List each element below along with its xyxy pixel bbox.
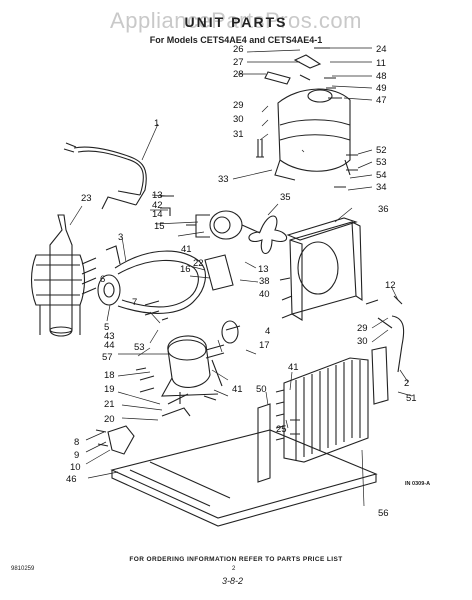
callout-41: 41 <box>181 244 192 255</box>
callout-labels: 1 2 3 4 5 6 7 8 9 10 11 12 13 13 14 15 1… <box>66 44 417 519</box>
callout-33: 33 <box>218 174 229 185</box>
callout-17: 17 <box>259 340 270 351</box>
callout-40: 40 <box>259 289 270 300</box>
callout-56: 56 <box>378 508 389 519</box>
condenser-shroud-drawing <box>286 217 363 321</box>
callout-51: 51 <box>406 393 417 404</box>
page-number: 2 <box>232 566 236 572</box>
callout-46: 46 <box>66 474 77 485</box>
callout-30: 30 <box>233 114 244 125</box>
callout-57: 57 <box>102 352 113 363</box>
callout-27: 27 <box>233 57 244 68</box>
leader-lines <box>69 47 413 507</box>
blower-motor-drawing <box>161 320 239 404</box>
base-pan-drawing <box>110 429 378 527</box>
callout-19: 19 <box>104 384 115 395</box>
callout-21: 21 <box>104 399 115 410</box>
callout-8: 8 <box>74 437 79 448</box>
diagram-title: UNIT PARTS <box>184 14 288 30</box>
callout-30b: 30 <box>357 336 368 347</box>
callout-11: 11 <box>376 58 386 69</box>
callout-12: 12 <box>385 280 396 291</box>
watermark: AppliancePartsPros.com <box>110 8 362 33</box>
callout-48: 48 <box>376 71 387 82</box>
callout-18: 18 <box>104 370 115 381</box>
pulley-belt-drawing <box>97 245 206 314</box>
callout-4: 4 <box>265 326 270 337</box>
compressor-drawing <box>256 54 351 181</box>
callout-53: 53 <box>376 157 387 168</box>
evaporator-coil-drawing <box>275 357 369 463</box>
callout-29b: 29 <box>357 323 368 334</box>
callout-44: 44 <box>104 340 115 351</box>
callout-36: 36 <box>378 204 389 215</box>
callout-2: 2 <box>404 378 409 389</box>
callout-16: 16 <box>180 264 191 275</box>
callout-34: 34 <box>376 182 387 193</box>
filter-drier-drawing <box>30 214 97 337</box>
callout-22: 22 <box>193 258 204 269</box>
callout-13b: 13 <box>258 264 269 275</box>
callout-47: 47 <box>376 95 387 106</box>
callout-54: 54 <box>376 170 387 181</box>
callout-10: 10 <box>70 462 81 473</box>
callout-1: 1 <box>154 118 159 129</box>
callout-42: 42 <box>152 200 163 211</box>
callout-41c: 41 <box>288 362 299 373</box>
callout-53b: 53 <box>134 342 145 353</box>
sheet-reference: 3-8-2 <box>222 576 244 586</box>
callout-5: 5 <box>104 322 109 333</box>
callout-20: 20 <box>104 414 115 425</box>
model-subtitle: For Models CETS4AE4 and CETS4AE4-1 <box>149 35 323 45</box>
callout-28: 28 <box>233 69 244 80</box>
drain-parts-drawing <box>95 425 135 455</box>
callout-26: 26 <box>233 44 244 55</box>
callout-7: 7 <box>132 297 137 308</box>
callout-41b: 41 <box>232 384 243 395</box>
callout-15: 15 <box>154 221 165 232</box>
callout-3: 3 <box>118 232 123 243</box>
callout-29: 29 <box>233 100 244 111</box>
callout-35: 35 <box>280 192 291 203</box>
callout-38: 38 <box>259 276 270 287</box>
callout-14: 14 <box>152 209 163 220</box>
tubing-assembly-drawing <box>63 142 147 210</box>
callout-52: 52 <box>376 145 387 156</box>
callout-43: 43 <box>104 331 115 342</box>
ordering-note: FOR ORDERING INFORMATION REFER TO PARTS … <box>129 556 343 563</box>
callout-13: 13 <box>152 190 163 201</box>
callout-25: 25 <box>276 424 287 435</box>
callout-49: 49 <box>376 83 387 94</box>
callout-9: 9 <box>74 450 79 461</box>
callout-31: 31 <box>233 129 244 140</box>
document-code: 9810259 <box>11 566 35 572</box>
callout-23: 23 <box>81 193 92 204</box>
hardware-drawing <box>135 47 403 435</box>
figure-code: IN 0309-A <box>405 481 431 487</box>
callout-50: 50 <box>256 384 267 395</box>
fan-motor-drawing <box>186 210 288 291</box>
callout-6: 6 <box>100 274 105 285</box>
side-panels-drawing <box>257 315 405 483</box>
callout-24: 24 <box>376 44 387 55</box>
